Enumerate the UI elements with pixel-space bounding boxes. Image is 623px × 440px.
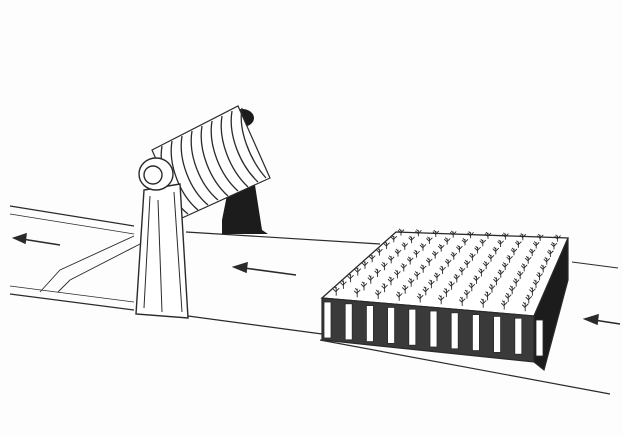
arrow-middle-head	[234, 263, 247, 272]
roller-hub-inner	[144, 166, 162, 184]
tray-slat	[494, 316, 501, 352]
arrow-left-line	[22, 239, 60, 245]
arrow-left-head	[14, 234, 26, 243]
tray-slat	[430, 311, 437, 347]
tray-slat	[536, 320, 543, 356]
tray-slat	[388, 307, 395, 343]
tray-slat	[366, 306, 373, 342]
tray-slat	[409, 309, 416, 345]
arrow-middle-line	[244, 268, 296, 275]
roller-front-stand	[136, 184, 188, 318]
roller-assembly	[136, 106, 270, 318]
track-back-edge-inner	[10, 214, 134, 234]
arrow-right-head	[585, 315, 598, 324]
track-right-upper	[572, 262, 618, 268]
tray-slat	[345, 304, 352, 340]
track-front-edge-inner	[10, 286, 134, 302]
plant-tray	[322, 229, 568, 370]
tray-slat	[515, 318, 522, 354]
tray-slat	[324, 302, 331, 338]
tray-slat	[472, 315, 479, 351]
tray-slat	[451, 313, 458, 349]
